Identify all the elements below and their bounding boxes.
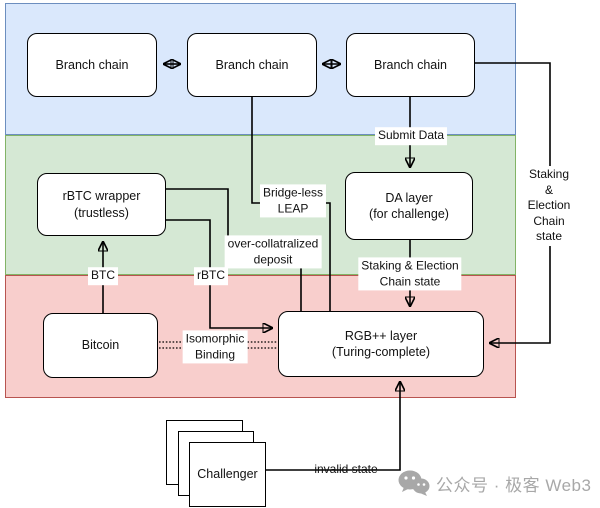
label-btc: BTC: [88, 267, 118, 285]
edge-challenger-rgb-invalid: [266, 382, 400, 471]
node-rbtc-wrapper: rBTC wrapper (trustless): [37, 173, 166, 236]
label-bridge-less-leap: Bridge-less LEAP: [259, 184, 327, 218]
label-rbtc: rBTC: [194, 267, 228, 285]
label-staking-election-da: Staking & Election Chain state: [358, 257, 462, 291]
label-over-collateralized-deposit: over-collatralized deposit: [224, 235, 322, 269]
wechat-icon: [398, 470, 430, 496]
label-invalid-state: invalid state: [314, 462, 378, 477]
label-isomorphic-binding: Isomorphic Binding: [182, 330, 248, 364]
node-branch-chain-2: Branch chain: [187, 33, 317, 97]
wechat-account-label: 公众号 · 极客 Web3: [436, 475, 592, 495]
node-rgb-layer: RGB++ layer (Turing-complete): [278, 311, 484, 377]
label-submit-data: Submit Data: [374, 127, 448, 145]
node-challenger: Challenger: [189, 442, 266, 507]
node-branch-chain-3: Branch chain: [346, 33, 475, 97]
node-da-layer: DA layer (for challenge): [345, 172, 473, 240]
label-staking-election-right: Staking & Election Chain state: [523, 166, 575, 246]
wechat-watermark: 公众号 · 极客 Web3: [398, 470, 591, 496]
node-bitcoin: Bitcoin: [43, 313, 158, 378]
node-branch-chain-1: Branch chain: [27, 33, 157, 97]
